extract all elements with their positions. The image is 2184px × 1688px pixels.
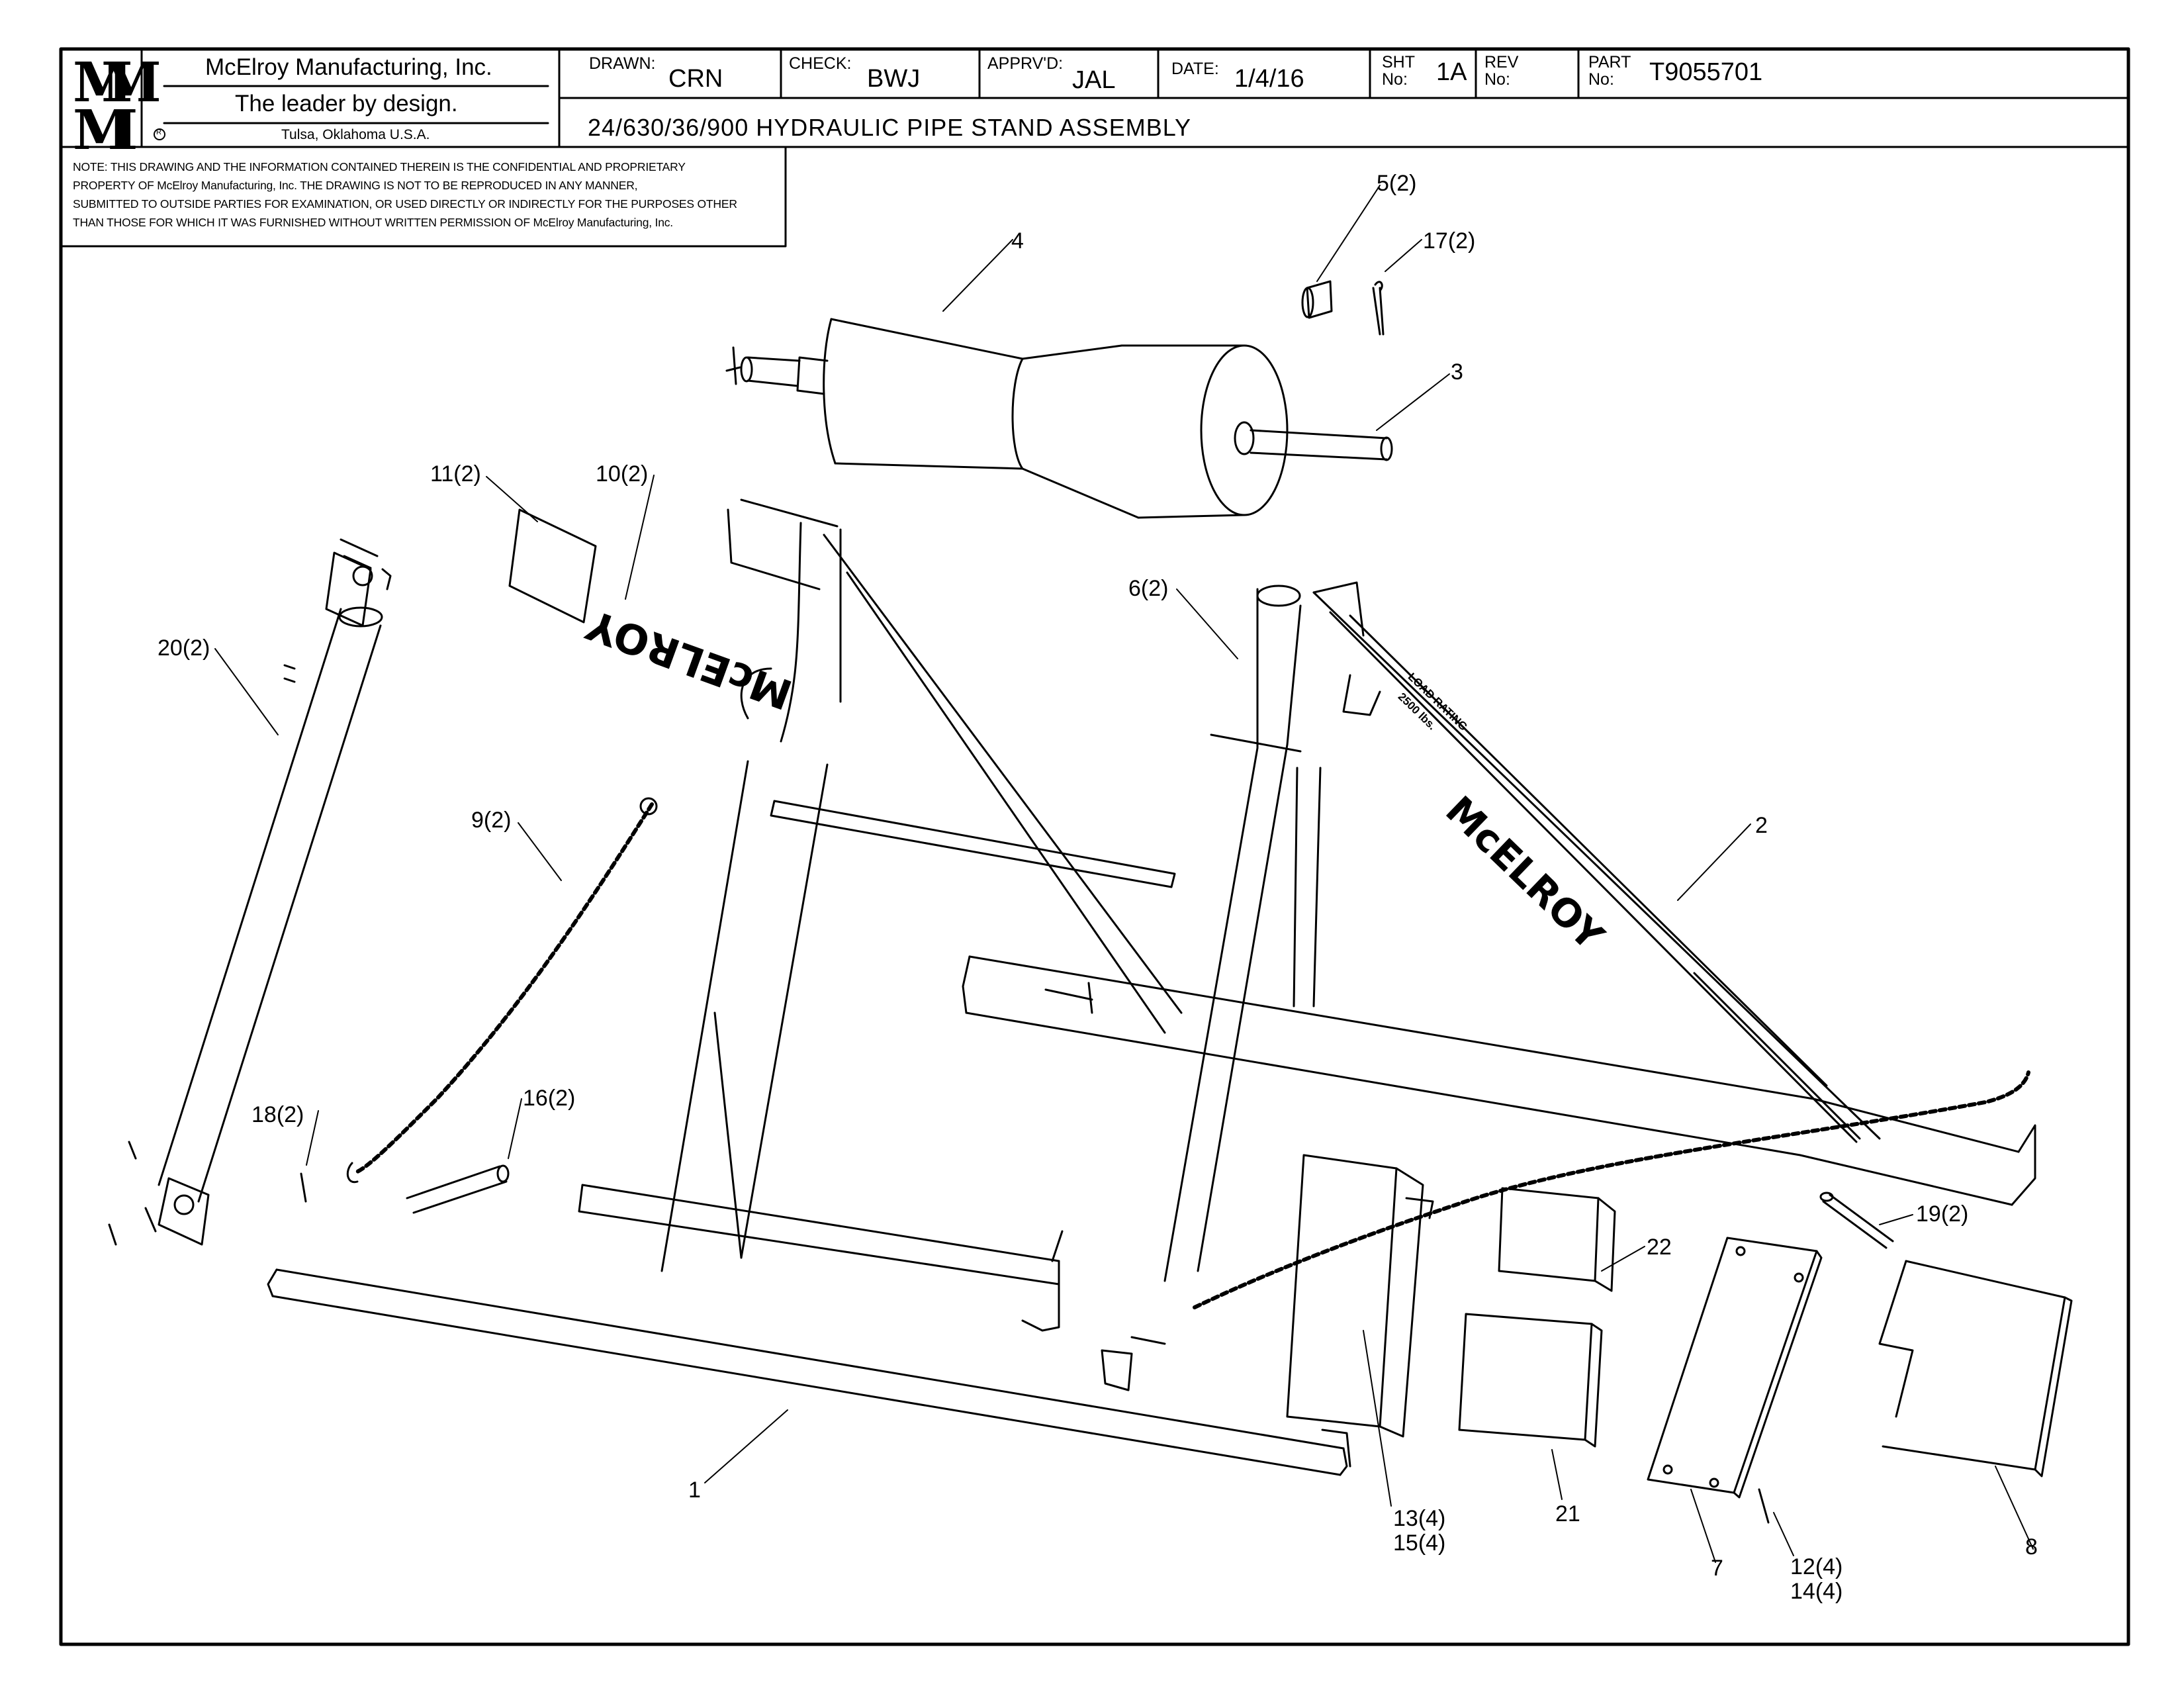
callout-11: 11(2) xyxy=(430,461,481,487)
rev-label-1: REV xyxy=(1484,53,1519,71)
callout-2: 2 xyxy=(1755,813,1768,838)
bushing xyxy=(1301,280,1333,319)
callout-19: 19(2) xyxy=(1916,1201,1969,1227)
date-label: DATE: xyxy=(1171,60,1219,78)
guard xyxy=(1878,1260,2073,1477)
callout-8: 8 xyxy=(2025,1534,2038,1560)
callout-14: 14(4) xyxy=(1790,1579,1843,1604)
part-value: T9055701 xyxy=(1649,58,1763,86)
cover-plate xyxy=(1647,1237,1823,1499)
roller-assembly xyxy=(725,318,1393,519)
company-location: Tulsa, Oklahoma U.S.A. xyxy=(281,127,430,142)
a-frame-right xyxy=(1101,581,1881,1391)
callout-5: 5(2) xyxy=(1377,171,1417,196)
chain-left xyxy=(355,802,654,1174)
base-frame xyxy=(267,955,2036,1476)
registered-mark: R xyxy=(156,128,161,136)
date-value: 1/4/16 xyxy=(1234,65,1304,93)
sheet-value: 1A xyxy=(1436,58,1467,86)
callout-1: 1 xyxy=(688,1477,701,1503)
callout-13: 13(4) xyxy=(1393,1506,1446,1531)
callout-12: 12(4) xyxy=(1790,1554,1843,1579)
approved-label: APPRV'D: xyxy=(987,54,1064,73)
logo-letter-1: M xyxy=(73,51,133,115)
callout-21: 21 xyxy=(1555,1501,1580,1526)
callout-15: 15(4) xyxy=(1393,1530,1446,1556)
check-label: CHECK: xyxy=(789,54,852,73)
note-line-2: PROPERTY OF McElroy Manufacturing, Inc. … xyxy=(73,179,638,192)
block-21 xyxy=(1458,1313,1603,1448)
approved-value: JAL xyxy=(1072,66,1116,94)
callout-22: 22 xyxy=(1647,1235,1672,1260)
note-line-1: NOTE: THIS DRAWING AND THE INFORMATION C… xyxy=(73,160,686,173)
company-tagline: The leader by design. xyxy=(235,91,458,117)
logo-letter-2: M xyxy=(101,51,161,115)
leader-lines xyxy=(214,185,2034,1563)
note-line-3: SUBMITTED TO OUTSIDE PARTIES FOR EXAMINA… xyxy=(73,197,737,211)
screw xyxy=(1758,1488,1770,1524)
bracket xyxy=(1286,1154,1434,1438)
sheet-border xyxy=(59,47,2130,1646)
clevis-pin xyxy=(406,1164,510,1214)
cotter-pin xyxy=(1372,281,1385,336)
callout-6: 6(2) xyxy=(1128,576,1169,601)
callout-16: 16(2) xyxy=(523,1086,576,1111)
a-frame-left xyxy=(578,498,1183,1332)
sheet-label-2: No: xyxy=(1382,70,1408,89)
part-label-2: No: xyxy=(1588,70,1614,89)
company-name: McElroy Manufacturing, Inc. xyxy=(205,54,492,80)
logo-letter-3: M xyxy=(73,99,133,162)
callout-20: 20(2) xyxy=(158,635,210,661)
chain-right xyxy=(1193,1070,2030,1309)
drawn-label: DRAWN: xyxy=(589,54,656,73)
drawing-title: 24/630/36/900 HYDRAULIC PIPE STAND ASSEM… xyxy=(588,114,1192,141)
callout-3: 3 xyxy=(1451,359,1463,385)
callout-4: 4 xyxy=(1011,228,1024,254)
small-pin xyxy=(300,1172,307,1203)
hydraulic-cylinder-left xyxy=(108,538,392,1246)
label-plate xyxy=(508,508,597,624)
part-label-1: PART xyxy=(1588,53,1631,71)
pin-19 xyxy=(1819,1192,1894,1249)
callout-9: 9(2) xyxy=(471,808,512,833)
callout-17: 17(2) xyxy=(1423,228,1476,254)
sheet-label-1: SHT xyxy=(1382,53,1415,71)
drawn-value: CRN xyxy=(668,65,723,93)
callout-10: 10(2) xyxy=(596,461,649,487)
callout-18: 18(2) xyxy=(251,1102,304,1127)
logo-letter-4: I xyxy=(113,99,138,162)
check-value: BWJ xyxy=(867,65,921,93)
callout-7: 7 xyxy=(1711,1556,1723,1581)
note-line-4: THAN THOSE FOR WHICH IT WAS FURNISHED WI… xyxy=(73,216,673,229)
rev-label-2: No: xyxy=(1484,70,1510,89)
block-22 xyxy=(1498,1187,1616,1292)
